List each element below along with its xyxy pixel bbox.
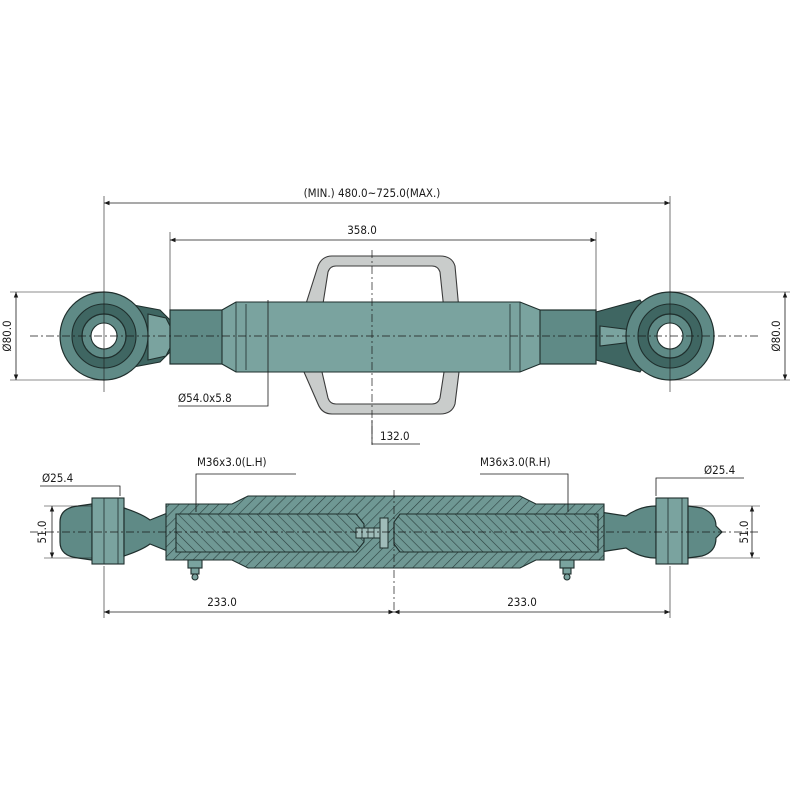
overall-length-label: (MIN.) 480.0~725.0(MAX.) xyxy=(304,186,441,200)
left-bore-leader: Ø25.4 xyxy=(40,471,121,496)
right-bore-label: Ø25.4 xyxy=(704,463,735,477)
right-half-length-label: 233.0 xyxy=(507,595,537,609)
right-thread-label: M36x3.0(R.H) xyxy=(480,455,551,469)
tube-body-top xyxy=(169,301,597,373)
right-thread-leader: M36x3.0(R.H) xyxy=(480,455,569,512)
left-screw-section xyxy=(175,513,365,553)
right-screw-section xyxy=(393,513,599,553)
right-ball-width-label: 51.0 xyxy=(737,520,751,543)
center-bolt xyxy=(355,517,389,549)
left-bore-label: Ø25.4 xyxy=(42,471,73,485)
half-length-dimensions: 233.0 233.0 xyxy=(103,566,671,618)
handle-width-label: 132.0 xyxy=(380,429,410,443)
top-view: (MIN.) 480.0~725.0(MAX.) 358.0 Ø80.0 Ø80… xyxy=(0,186,790,445)
left-grease-nipple xyxy=(187,559,203,581)
left-ball-width-dimension: 51.0 xyxy=(35,505,92,559)
left-ball-width-label: 51.0 xyxy=(35,520,49,543)
left-thread-leader: M36x3.0(L.H) xyxy=(195,455,296,512)
right-ball-joint xyxy=(599,497,723,565)
left-half-length-label: 233.0 xyxy=(207,595,237,609)
handle-width-leader: 132.0 xyxy=(371,420,420,445)
overall-length-dimension: (MIN.) 480.0~725.0(MAX.) xyxy=(103,186,671,392)
left-end-height-label: Ø80.0 xyxy=(0,320,14,351)
left-ball-joint xyxy=(59,497,171,565)
section-view: M36x3.0(L.H) M36x3.0(R.H) Ø25.4 Ø25.4 51… xyxy=(30,455,760,618)
right-end-height-dimension: Ø80.0 xyxy=(670,291,790,381)
tube-length-dimension: 358.0 xyxy=(169,223,597,310)
right-ball-width-dimension: 51.0 xyxy=(688,505,760,559)
left-end-height-dimension: Ø80.0 xyxy=(0,291,104,381)
tube-section-leader: Ø54.0x5.8 xyxy=(178,300,269,407)
right-grease-nipple xyxy=(559,559,575,581)
tube-length-label: 358.0 xyxy=(347,223,377,237)
right-end-height-label: Ø80.0 xyxy=(769,320,783,351)
left-thread-label: M36x3.0(L.H) xyxy=(197,455,267,469)
right-bore-leader: Ø25.4 xyxy=(655,463,744,496)
tube-section-label: Ø54.0x5.8 xyxy=(178,391,232,405)
